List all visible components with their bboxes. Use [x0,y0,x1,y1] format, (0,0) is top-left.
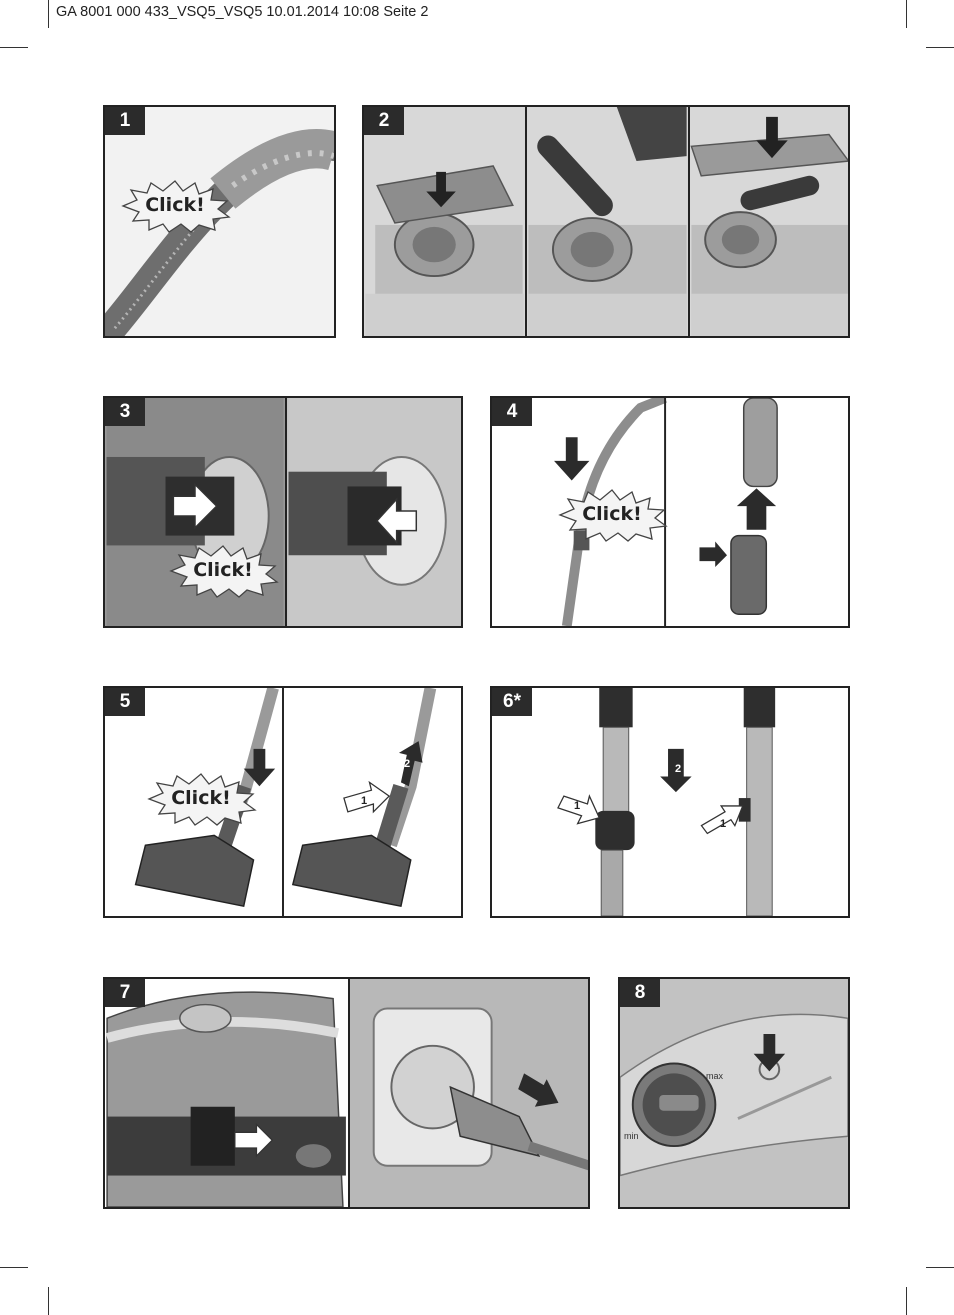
panel-4: 4 Click! [490,396,850,628]
panel-1: 1 Click! [103,105,336,338]
panel-number: 8 [620,979,660,1007]
panel-2-step-a [364,107,525,336]
crop-mark-br-v [906,1287,907,1315]
click-callout-text: Click! [193,559,253,581]
panel-number: 7 [105,979,145,1007]
vacuum-illustration [365,165,524,336]
crop-mark-bl-v [48,1287,49,1315]
panel-divider [285,398,287,626]
panel-number: 4 [492,398,532,426]
dial-label-min: min [624,1131,639,1141]
step-number: 1 [720,818,727,830]
panel-3-step-b [287,398,461,626]
panel-divider [688,107,690,336]
socket-plug-illustration [352,979,588,1207]
panel-number: 6* [492,688,532,716]
panel-8: 8 min max [618,977,850,1209]
crop-mark-bl-h [0,1267,28,1268]
panel-2: 2 [362,105,850,338]
crop-mark-tr-h [926,47,954,48]
panel-5: 5 Click! 1 2 [103,686,463,918]
panel-2-step-b [527,107,688,336]
print-header: GA 8001 000 433_VSQ5_VSQ5 10.01.2014 10:… [56,4,429,20]
step-number: 2 [675,763,682,775]
crop-mark-tl-h [0,47,28,48]
panel-6: 6* 1 2 1 [490,686,850,918]
tube-illustration [557,688,776,916]
panel-7-step-b [350,979,588,1207]
click-callout-text: Click! [582,503,642,525]
click-callout-text: Click! [145,194,205,216]
panel-number: 1 [105,107,145,135]
vacuum-illustration [105,991,346,1207]
step-number: 1 [574,800,581,812]
tube-illustration [554,398,778,626]
click-callout-text: Click! [171,787,231,809]
panel-divider [525,107,527,336]
panel-2-step-c [690,107,848,336]
crop-mark-tl-v [48,0,49,28]
click-callout: Click! [556,488,668,542]
panel-number: 5 [105,688,145,716]
vacuum-illustration [528,107,687,336]
click-callout: Click! [145,772,257,826]
click-callout: Click! [119,179,231,233]
vacuum-illustration [690,116,848,336]
power-dial-illustration [620,979,848,1207]
panel-divider [348,979,350,1207]
panel-7: 7 [103,977,590,1209]
step-number: 2 [404,758,411,770]
crop-mark-br-h [926,1267,954,1268]
panel-3-step-a [105,398,285,626]
crop-mark-tr-v [906,0,907,28]
click-callout: Click! [167,544,279,598]
panel-3: 3 Click! [103,396,463,628]
hose-illustration [288,398,461,626]
panel-number: 2 [364,107,404,135]
dial-label-max: max [706,1071,724,1081]
step-number: 1 [361,795,368,807]
panel-7-step-a [105,979,348,1207]
panel-number: 3 [105,398,145,426]
hose-illustration [106,398,284,626]
